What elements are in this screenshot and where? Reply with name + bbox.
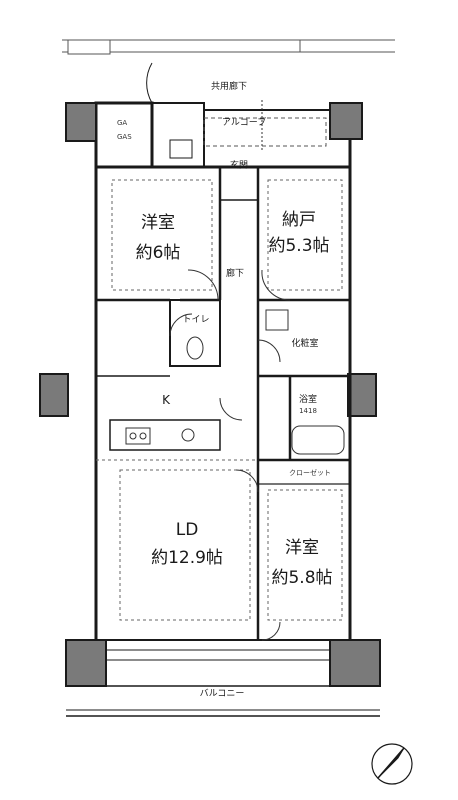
pillar-bottom-left	[65, 639, 107, 687]
top-edge	[62, 39, 395, 55]
hallway-label: 廊下	[225, 269, 245, 279]
western-room-2-size: 約5.8帖	[271, 568, 333, 588]
pillar-mid-right	[347, 373, 377, 417]
bathroom-label: 浴室	[298, 395, 318, 405]
closet-label: クローゼット	[289, 469, 331, 477]
alcove-label: アルコーブ	[222, 118, 267, 128]
pillar-mid-left	[39, 373, 69, 417]
gas-label: GAS	[117, 133, 132, 141]
bath-size-label: 1418	[299, 407, 317, 415]
alcove-area	[203, 117, 327, 147]
door-swings	[169, 100, 291, 641]
pillar-top-left	[65, 102, 97, 142]
washroom-label: 化粧室	[291, 339, 319, 349]
gas-box	[94, 62, 205, 169]
balcony	[66, 649, 380, 717]
western-room-1-size: 約6帖	[135, 243, 181, 263]
kitchen-label: K	[162, 393, 170, 407]
outer-walls	[94, 109, 352, 641]
toilet-bowl	[186, 336, 204, 360]
bathtub	[291, 425, 345, 455]
storage-room-size: 約5.3帖	[268, 236, 330, 256]
wash-basin	[265, 309, 289, 331]
ld-name: LD	[175, 520, 199, 540]
pillars	[39, 102, 381, 687]
dashed-lines	[96, 179, 343, 621]
storage-room-name: 納戸	[282, 210, 316, 230]
ga-label: GA	[117, 119, 128, 127]
entrance-label: 玄関	[229, 161, 249, 171]
western-room-1-name: 洋室	[141, 213, 175, 233]
toilet-label: トイレ	[182, 315, 210, 325]
ld-size: 約12.9帖	[151, 548, 223, 568]
common-corridor-label: 共用廊下	[210, 82, 248, 92]
pillar-top-right	[329, 102, 363, 140]
western-room-2-name: 洋室	[285, 538, 319, 558]
compass-icon	[371, 743, 413, 785]
stove	[125, 427, 151, 445]
sink	[181, 428, 195, 442]
fixtures	[125, 309, 345, 455]
balcony-label: バルコニー	[199, 689, 245, 699]
pillar-bottom-right	[329, 639, 381, 687]
